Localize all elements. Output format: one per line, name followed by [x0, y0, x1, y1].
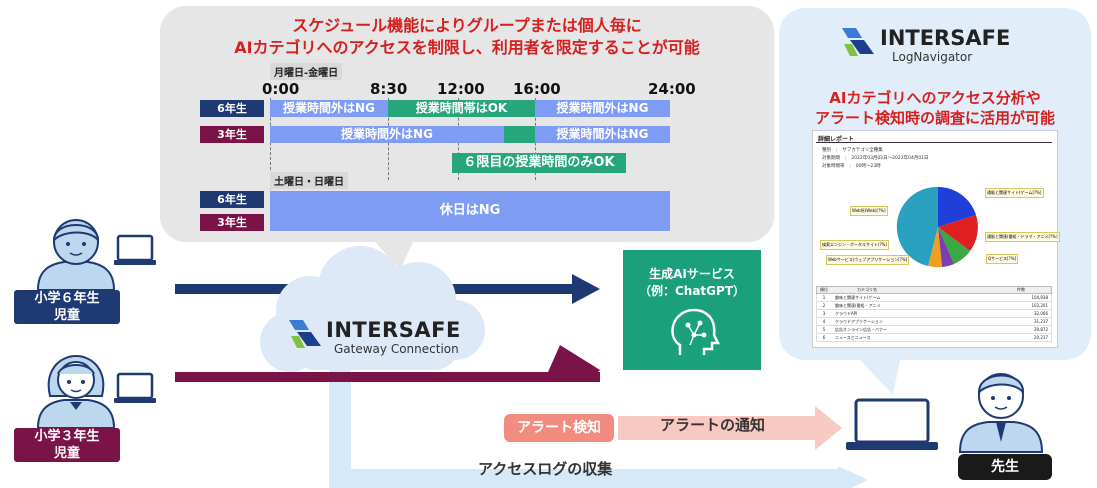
ai-service-example: （例：ChatGPT）	[638, 284, 745, 298]
lognavigator-bubble-tail	[855, 355, 901, 395]
schedule-title-1: スケジュール機能によりグループまたは個人毎に	[292, 16, 642, 35]
time-0830: 8:30	[370, 80, 408, 98]
intersafe-lognavigator-logo-icon	[842, 28, 874, 56]
lognavigator-caption-1: AIカテゴリへのアクセス分析や	[829, 89, 1041, 107]
student6-label: 小学６年生 児童	[14, 290, 120, 324]
grade6-seg-class: 授業時間帯はOK	[388, 100, 535, 117]
grade3-seg-before: 授業時間外はNG	[270, 126, 504, 143]
pie-label-4: 通販と関連サイト(ゲーム[?%]	[985, 188, 1044, 198]
teacher-laptop-icon	[846, 398, 938, 450]
student3-avatar-icon	[36, 354, 116, 428]
grade6-seg-evening: 授業時間外はNG	[535, 100, 670, 117]
student6-figure	[36, 219, 156, 290]
teacher-label: 先生	[958, 454, 1052, 480]
gateway-cloud	[260, 246, 485, 372]
sixth-period-note: ６限目の授業時間のみOK	[452, 153, 626, 173]
pie-label-3: Webサービス(ウェブアプリケーション[?%]	[826, 255, 910, 265]
student6-laptop-icon	[114, 234, 156, 265]
pie-label-6: Qサービス[?%]	[986, 254, 1019, 264]
gateway-product: Gateway Connection	[334, 342, 459, 356]
ai-service-name: 生成AIサービス	[649, 267, 735, 281]
grade3-seg-after: 授業時間外はNG	[535, 126, 670, 143]
log-collection-arrow	[329, 360, 840, 488]
intersafe-gateway-logo-icon	[289, 320, 321, 348]
grade6-label-weekday: 6年生	[200, 100, 264, 117]
alert-arrow-head	[815, 406, 842, 450]
alert-notify-label: アラートの通知	[660, 416, 766, 434]
time-0000: 0:00	[262, 80, 300, 98]
student6-avatar-icon	[36, 219, 116, 290]
grade3-seg-sixth-period	[504, 126, 535, 143]
schedule-title-2: AIカテゴリへのアクセスを制限し、利用者を限定することが可能	[234, 38, 700, 57]
holiday-bar: 休日はNG	[270, 191, 670, 231]
log-collect-label: アクセスログの収集	[478, 460, 613, 478]
pie-label-1: Web所(Web)[?%]	[850, 206, 888, 216]
teacher-avatar-icon	[958, 373, 1044, 453]
grade3-label-weekday: 3年生	[200, 126, 264, 143]
alert-detect-badge: アラート検知	[504, 414, 614, 442]
grade3-label-weekend: 3年生	[200, 214, 264, 231]
weekday-label: 月曜日-金曜日	[270, 63, 343, 80]
student3-figure	[36, 354, 156, 428]
request-arrow-head	[572, 274, 600, 304]
ai-head-icon	[671, 308, 720, 355]
weekend-label: 土曜日・日曜日	[270, 172, 348, 189]
student3-laptop-icon	[114, 372, 156, 403]
lognavigator-brand: INTERSAFE	[880, 26, 1011, 50]
time-1200: 12:00	[437, 80, 485, 98]
lognavigator-product: LogNavigator	[892, 50, 973, 64]
alert-arrow-line	[618, 416, 818, 440]
grade6-label-weekend: 6年生	[200, 191, 264, 208]
student3-label: 小学３年生 児童	[14, 428, 120, 462]
gateway-brand: INTERSAFE	[326, 318, 461, 342]
report-pie-chart	[896, 186, 978, 268]
time-1600: 16:00	[513, 80, 561, 98]
report-title-rule	[816, 142, 1052, 143]
pie-label-2: 検索エンジン・ポータルサイト(?%)	[820, 240, 890, 250]
response-arrow-head	[548, 345, 600, 382]
pie-label-5: 通販と関連(番組・ドラマ・アニメ[?%]	[985, 232, 1060, 242]
schedule-bubble-tail	[370, 236, 416, 270]
report-meta: 種別 ： サブカテゴリ全種集 対象期間 ： 2022年03月02日～2022年0…	[822, 148, 929, 169]
grade6-seg-morning: 授業時間外はNG	[270, 100, 388, 117]
response-arrow-line	[175, 372, 600, 382]
time-2400: 24:00	[648, 80, 696, 98]
lognavigator-caption-2: アラート検知時の調査に活用が可能	[814, 109, 1055, 127]
timeline-0000	[270, 98, 271, 224]
teacher-figure	[846, 373, 1044, 453]
report-title: 詳細レポート	[818, 136, 855, 143]
